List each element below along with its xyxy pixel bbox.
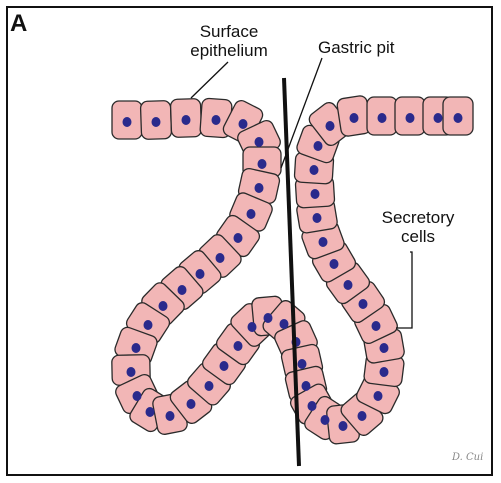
cell-nucleus — [406, 113, 415, 123]
cell-nucleus — [264, 313, 273, 323]
cell-nucleus — [380, 367, 389, 377]
label-secretory-cells: Secretory cells — [372, 208, 464, 246]
artist-signature: D. Cui — [452, 452, 483, 463]
leader-surface-epithelium — [191, 62, 228, 98]
cell-nucleus — [127, 367, 136, 377]
cell-nucleus — [311, 189, 320, 199]
cell-nucleus — [314, 141, 323, 151]
cell-nucleus — [344, 280, 353, 290]
cell-nucleus — [358, 411, 367, 421]
cell-nucleus — [372, 321, 381, 331]
cell-nucleus — [205, 381, 214, 391]
cell-nucleus — [350, 113, 359, 123]
cell-nucleus — [374, 391, 383, 401]
panel-letter: A — [10, 10, 27, 38]
cell-nucleus — [326, 121, 335, 131]
section-line — [284, 78, 299, 466]
cell-nucleus — [159, 301, 168, 311]
cell-nucleus — [380, 343, 389, 353]
cell-nucleus — [216, 253, 225, 263]
cell-nucleus — [454, 113, 463, 123]
cell-nucleus — [280, 319, 289, 329]
leader-secretory-cells — [396, 252, 412, 328]
cell-nucleus — [178, 285, 187, 295]
cell-nucleus — [234, 233, 243, 243]
cell-nucleus — [187, 399, 196, 409]
cell-nucleus — [248, 322, 257, 332]
cell-nucleus — [255, 183, 264, 193]
cell-nucleus — [434, 113, 443, 123]
cell-nucleus — [123, 117, 132, 127]
cell-nucleus — [182, 115, 191, 125]
cell-nucleus — [359, 299, 368, 309]
cell-nucleus — [330, 259, 339, 269]
cell-nucleus — [319, 237, 328, 247]
cell-nucleus — [255, 137, 264, 147]
cell-nucleus — [339, 421, 348, 431]
cell-nucleus — [321, 415, 330, 425]
cell-nucleus — [196, 269, 205, 279]
label-surface-epithelium-line2: epithelium — [176, 41, 282, 60]
cell-nucleus — [247, 209, 256, 219]
cell-nucleus — [258, 159, 267, 169]
cell-nucleus — [239, 119, 248, 129]
cell-nucleus — [313, 213, 322, 223]
label-surface-epithelium: Surface epithelium — [176, 22, 282, 60]
cell-nucleus — [220, 361, 229, 371]
cell-nucleus — [378, 113, 387, 123]
cell-nucleus — [212, 115, 221, 125]
cell-nucleus — [308, 401, 317, 411]
label-gastric-pit: Gastric pit — [318, 38, 428, 57]
label-secretory-cells-line2: cells — [372, 227, 464, 246]
cell-nucleus — [310, 165, 319, 175]
cell-nucleus — [302, 381, 311, 391]
cell-nucleus — [144, 320, 153, 330]
cell-nucleus — [234, 341, 243, 351]
cell-nucleus — [133, 391, 142, 401]
cell-nucleus — [298, 359, 307, 369]
cell-nucleus — [166, 411, 175, 421]
label-surface-epithelium-line1: Surface — [176, 22, 282, 41]
label-secretory-cells-line1: Secretory — [372, 208, 464, 227]
cell-nucleus — [152, 117, 161, 127]
cell-nucleus — [132, 343, 141, 353]
cell-nucleus — [146, 407, 155, 417]
